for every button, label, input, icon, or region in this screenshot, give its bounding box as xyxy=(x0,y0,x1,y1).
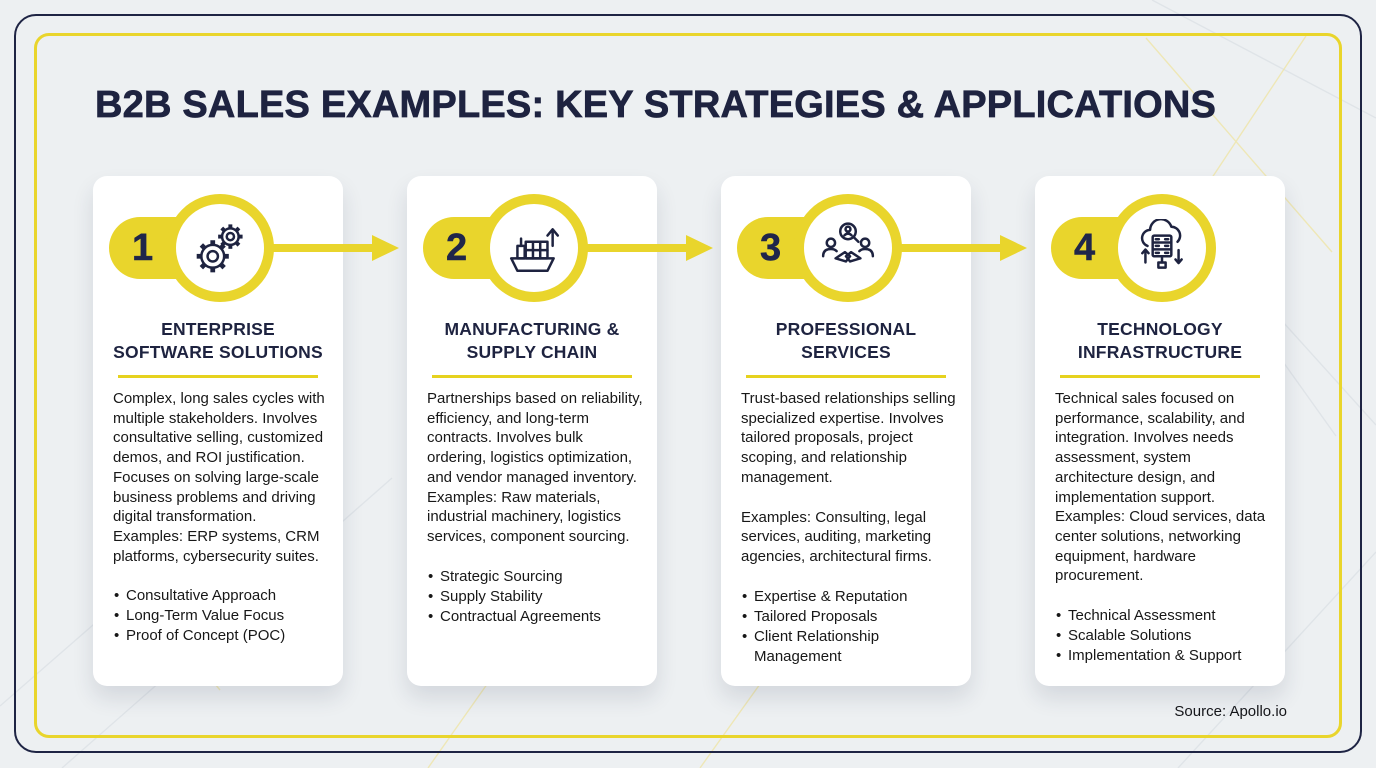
card-title-line: PROFESSIONAL xyxy=(775,319,917,339)
bullet-item: Technical Assessment xyxy=(1055,606,1272,626)
bullet-item: Consultative Approach xyxy=(113,586,330,606)
card-title: TECHNOLOGY INFRASTRUCTURE xyxy=(1045,318,1275,364)
handshake-icon xyxy=(794,194,902,302)
card-title-line: ENTERPRISE xyxy=(161,319,275,339)
bullet-item: Tailored Proposals xyxy=(741,607,958,627)
card-description: Trust-based relationships selling specia… xyxy=(741,390,956,486)
card-description: Technical sales focused on performance, … xyxy=(1055,390,1266,585)
cloud-server-icon xyxy=(1108,194,1216,302)
step-number: 4 xyxy=(1074,227,1096,269)
page-title: B2B SALES EXAMPLES: KEY STRATEGIES & APP… xyxy=(95,84,1217,127)
step-number: 3 xyxy=(760,227,782,269)
flow-arrow-3 xyxy=(900,235,1028,261)
bullet-list: Technical Assessment Scalable Solutions … xyxy=(1055,606,1272,666)
card-title-line: TECHNOLOGY xyxy=(1097,319,1223,339)
card-title: ENTERPRISE SOFTWARE SOLUTIONS xyxy=(103,318,333,364)
bullet-item: Client Relationship Management xyxy=(741,627,958,667)
card-title-line: SERVICES xyxy=(801,342,891,362)
card-description: Complex, long sales cycles with multiple… xyxy=(113,390,325,565)
title-underline xyxy=(118,375,318,378)
arrow-shaft xyxy=(272,244,374,252)
bullet-item: Implementation & Support xyxy=(1055,646,1272,666)
bullet-item: Scalable Solutions xyxy=(1055,626,1272,646)
cards-row: 1 xyxy=(0,176,1376,688)
bullet-list: Expertise & Reputation Tailored Proposal… xyxy=(741,587,958,667)
arrow-head xyxy=(1000,235,1027,261)
bullet-item: Proof of Concept (POC) xyxy=(113,626,330,646)
title-underline xyxy=(432,375,632,378)
bullet-item: Expertise & Reputation xyxy=(741,587,958,607)
bullet-list: Strategic Sourcing Supply Stability Cont… xyxy=(427,567,644,627)
title-underline xyxy=(1060,375,1260,378)
step-number: 1 xyxy=(132,227,154,269)
step-number: 2 xyxy=(446,227,468,269)
bullet-item: Contractual Agreements xyxy=(427,607,644,627)
arrow-shaft xyxy=(586,244,688,252)
card-content: Partnerships based on reliability, effic… xyxy=(427,389,644,627)
bullet-list: Consultative Approach Long-Term Value Fo… xyxy=(113,586,330,646)
card-content: Technical sales focused on performance, … xyxy=(1055,389,1272,666)
bullet-item: Long-Term Value Focus xyxy=(113,606,330,626)
card-description: Partnerships based on reliability, effic… xyxy=(427,390,643,486)
card-technology-infrastructure: 4 TECHN xyxy=(1035,176,1285,686)
card-manufacturing-supply-chain: 2 MANUFACTURING & SUPPLY CHAIN xyxy=(407,176,657,686)
gears-icon xyxy=(166,194,274,302)
arrow-head xyxy=(686,235,713,261)
arrow-shaft xyxy=(900,244,1002,252)
card-examples: Examples: Consulting, legal services, au… xyxy=(741,508,932,565)
card-title: MANUFACTURING & SUPPLY CHAIN xyxy=(417,318,647,364)
title-underline xyxy=(746,375,946,378)
bullet-item: Strategic Sourcing xyxy=(427,567,644,587)
card-content: Trust-based relationships selling specia… xyxy=(741,389,958,667)
card-enterprise-software: 1 xyxy=(93,176,343,686)
card-title-line: SUPPLY CHAIN xyxy=(466,342,598,362)
flow-arrow-2 xyxy=(586,235,714,261)
cargo-ship-icon xyxy=(480,194,588,302)
card-title-line: SOFTWARE SOLUTIONS xyxy=(113,342,323,362)
bullet-item: Supply Stability xyxy=(427,587,644,607)
arrow-head xyxy=(372,235,399,261)
card-title: PROFESSIONAL SERVICES xyxy=(731,318,961,364)
card-professional-services: 3 xyxy=(721,176,971,686)
flow-arrow-1 xyxy=(272,235,400,261)
card-title-line: MANUFACTURING & xyxy=(444,319,620,339)
card-title-line: INFRASTRUCTURE xyxy=(1077,342,1243,362)
card-examples: Examples: Raw materials, industrial mach… xyxy=(427,488,630,545)
source-attribution: Source: Apollo.io xyxy=(1174,703,1287,720)
card-content: Complex, long sales cycles with multiple… xyxy=(113,389,330,646)
